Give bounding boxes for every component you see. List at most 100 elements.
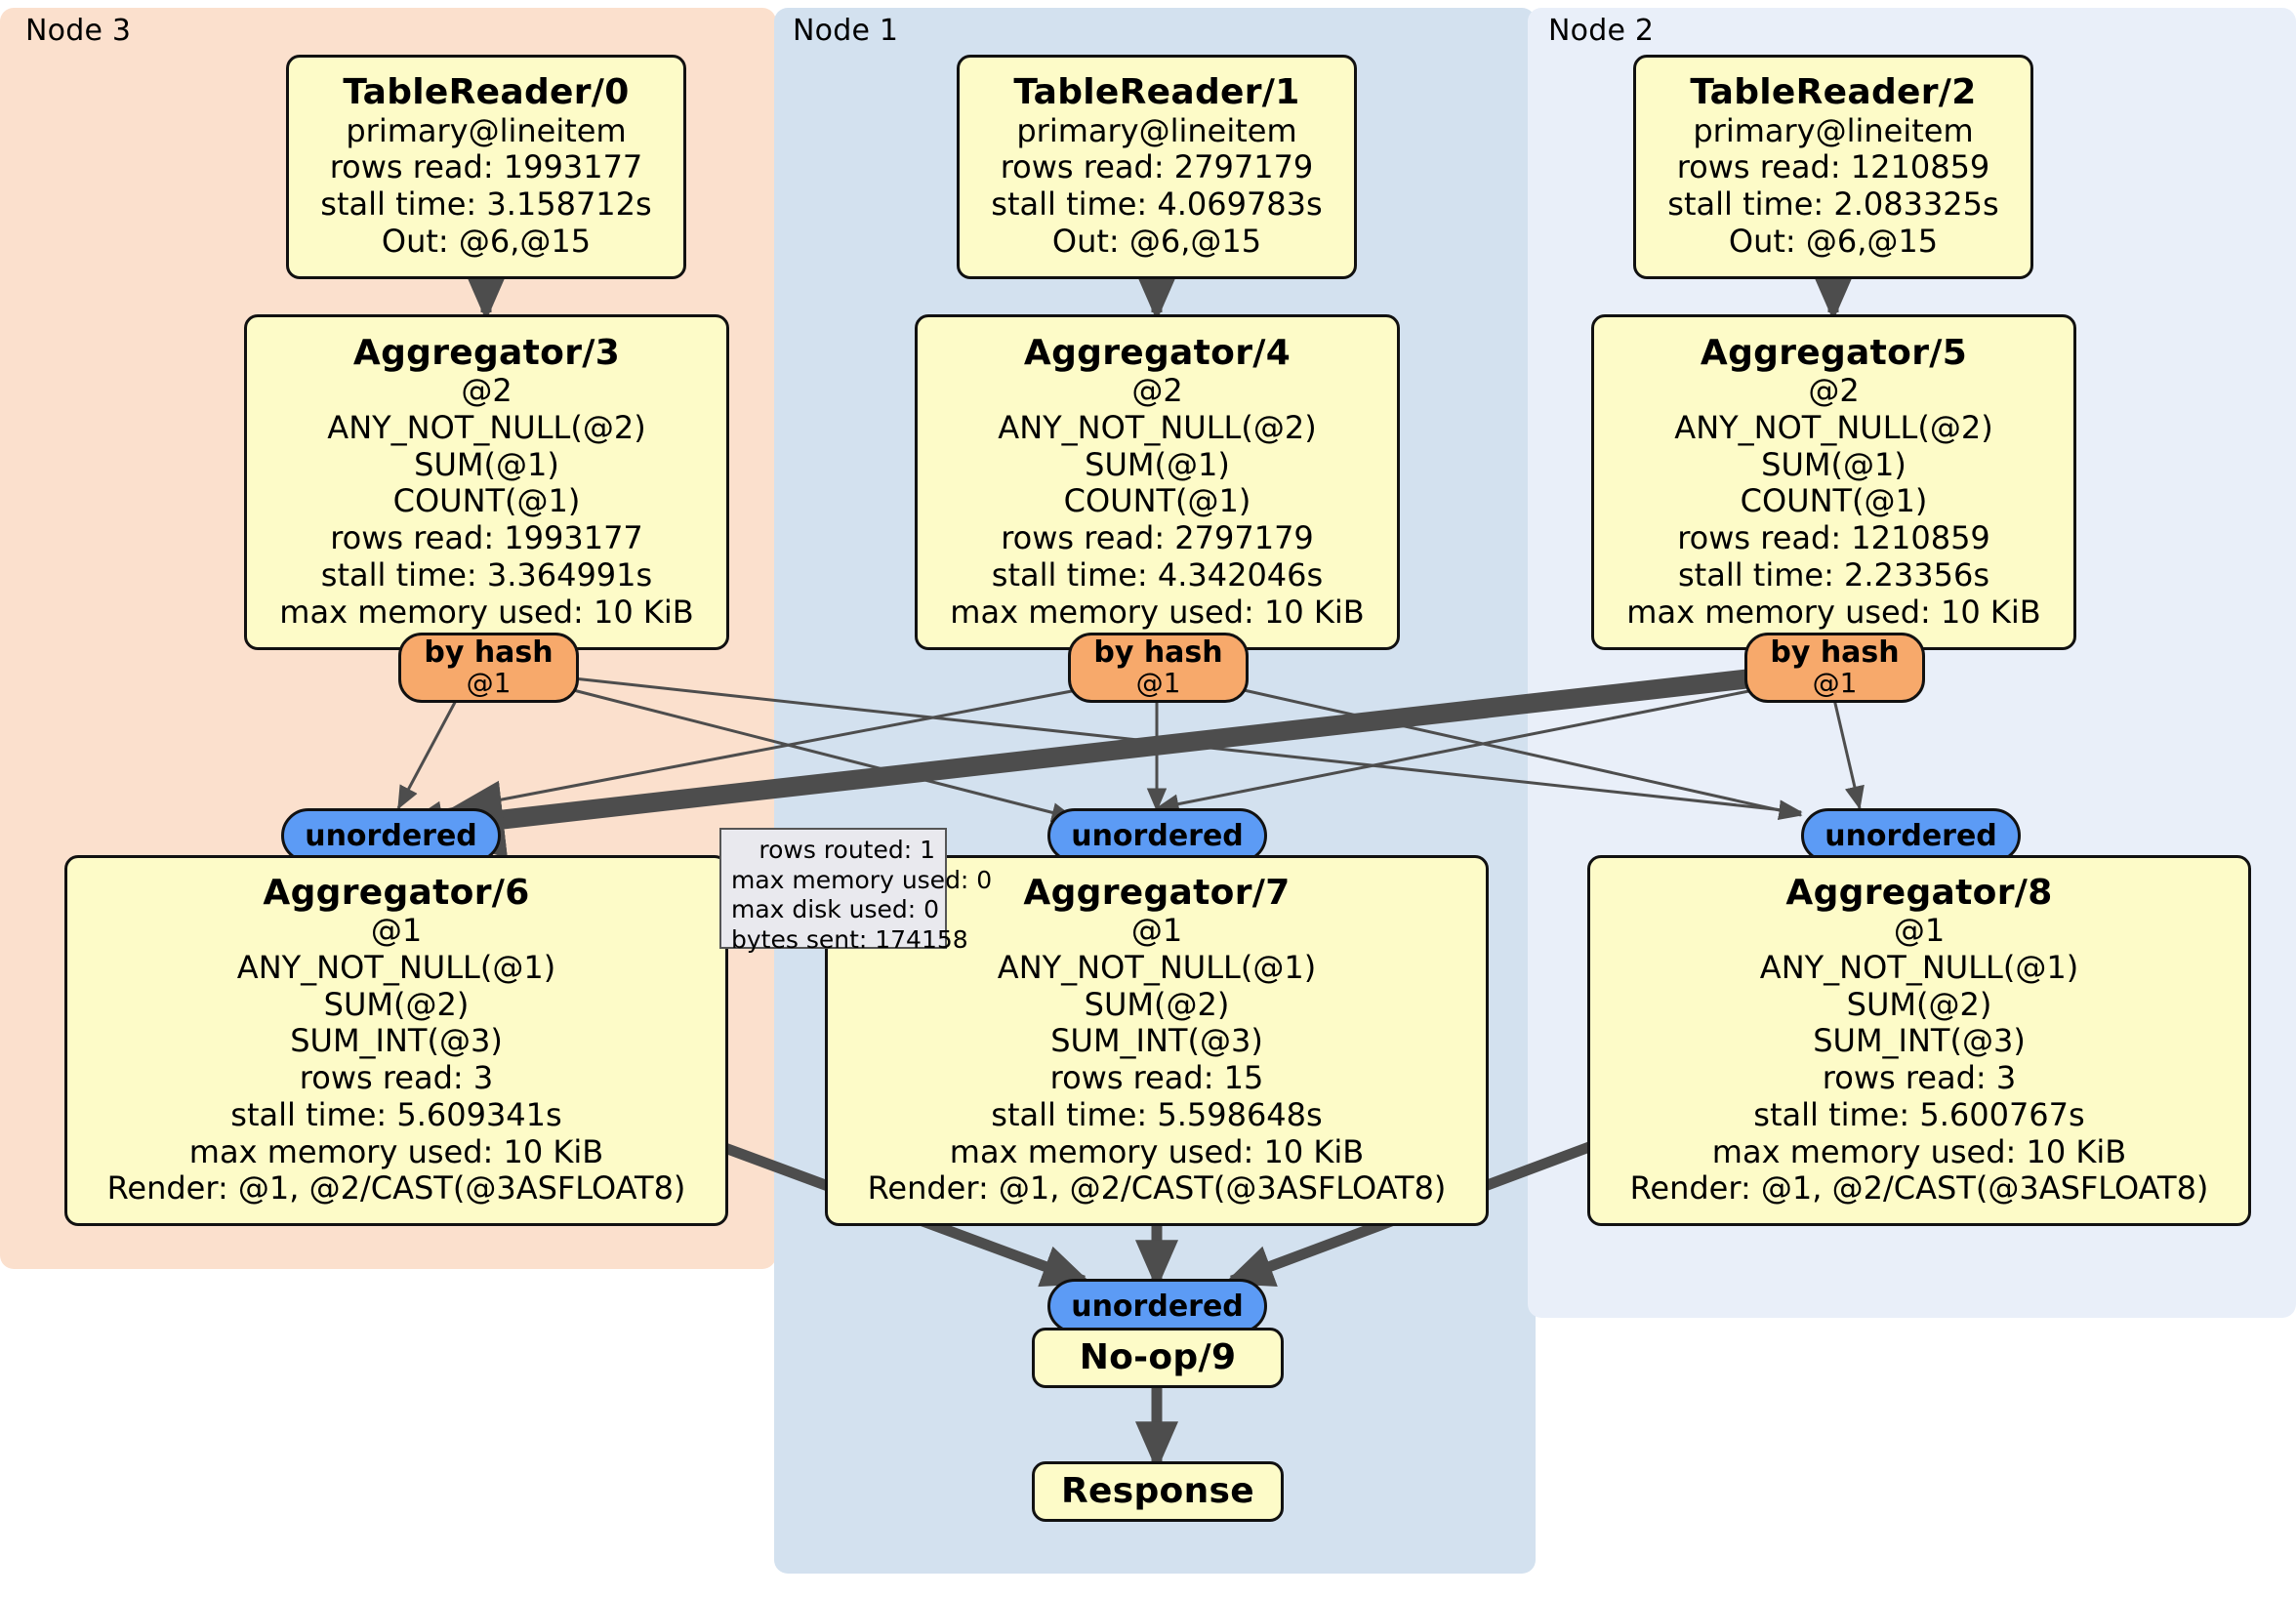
node-detail: max memory used: 10 KiB	[1626, 593, 2041, 631]
node-title: TableReader/0	[343, 72, 630, 113]
node-detail: SUM(@1)	[1085, 445, 1230, 483]
node-detail: ANY_NOT_NULL(@1)	[236, 948, 556, 986]
router-column: @1	[466, 667, 512, 700]
node-detail: Out: @6,@15	[1051, 222, 1262, 260]
node-detail: stall time: 3.364991s	[320, 555, 653, 594]
router-title: by hash	[424, 635, 554, 671]
node-detail: rows read: 2797179	[1001, 519, 1314, 557]
node-detail: primary@lineitem	[1016, 111, 1297, 149]
node-detail: ANY_NOT_NULL(@1)	[1759, 948, 2079, 986]
node-detail: SUM(@1)	[414, 445, 559, 483]
node-detail: @1	[370, 912, 423, 950]
cluster-label-node1: Node 1	[793, 14, 899, 48]
node-detail: SUM(@2)	[323, 985, 470, 1023]
node-title: Aggregator/7	[1023, 872, 1291, 913]
router-column: @1	[1135, 667, 1181, 700]
cluster-label-node3: Node 3	[25, 14, 132, 48]
inbox-unordered-final[interactable]: unordered	[1047, 1279, 1267, 1333]
cluster-label-node2: Node 2	[1548, 14, 1655, 48]
node-detail: Render: @1, @2/CAST(@3ASFLOAT8)	[106, 1169, 686, 1208]
node-detail: @2	[461, 372, 512, 410]
operator-node-aggregator-3[interactable]: Aggregator/3 @2 ANY_NOT_NULL(@2) SUM(@1)…	[244, 314, 729, 650]
inbox-label: unordered	[1071, 1289, 1244, 1324]
node-detail: @1	[1130, 912, 1183, 950]
stats-line: rows routed: 1	[758, 836, 935, 864]
node-detail: stall time: 5.598648s	[991, 1095, 1323, 1133]
node-detail: stall time: 5.609341s	[230, 1095, 562, 1133]
stats-line: bytes sent: 174158	[731, 924, 968, 954]
operator-node-aggregator-7[interactable]: Aggregator/7 @1 ANY_NOT_NULL(@1) SUM(@2)…	[825, 855, 1489, 1226]
node-detail: max memory used: 10 KiB	[188, 1132, 604, 1170]
node-detail: max memory used: 10 KiB	[949, 1132, 1365, 1170]
node-detail: ANY_NOT_NULL(@2)	[1674, 408, 1993, 446]
inbox-unordered-2[interactable]: unordered	[1801, 808, 2021, 863]
operator-node-aggregator-4[interactable]: Aggregator/4 @2 ANY_NOT_NULL(@2) SUM(@1)…	[915, 314, 1400, 650]
node-title: Aggregator/6	[263, 872, 530, 913]
node-detail: SUM_INT(@3)	[290, 1022, 503, 1060]
node-detail: ANY_NOT_NULL(@2)	[327, 408, 646, 446]
operator-node-aggregator-5[interactable]: Aggregator/5 @2 ANY_NOT_NULL(@2) SUM(@1)…	[1591, 314, 2076, 650]
node-detail: SUM(@2)	[1084, 985, 1230, 1023]
node-title: Aggregator/4	[1023, 332, 1292, 373]
node-detail: @1	[1893, 912, 1946, 950]
node-detail: max memory used: 10 KiB	[279, 593, 694, 631]
node-detail: stall time: 5.600767s	[1753, 1095, 2085, 1133]
node-title: TableReader/1	[1013, 72, 1300, 113]
inbox-label: unordered	[1824, 818, 1997, 853]
router-title: by hash	[1093, 635, 1223, 671]
inbox-unordered-1[interactable]: unordered	[1047, 808, 1267, 863]
node-detail: SUM_INT(@3)	[1813, 1022, 2026, 1060]
operator-node-response[interactable]: Response	[1032, 1461, 1284, 1522]
node-title: Aggregator/8	[1785, 872, 2053, 913]
node-title: No-op/9	[1079, 1336, 1237, 1377]
node-detail: COUNT(@1)	[1740, 482, 1928, 520]
stats-line: max memory used: 0	[731, 865, 993, 894]
node-detail: COUNT(@1)	[1063, 482, 1251, 520]
node-detail: max memory used: 10 KiB	[950, 593, 1365, 631]
inbox-label: unordered	[305, 818, 477, 853]
node-detail: SUM_INT(@3)	[1050, 1022, 1263, 1060]
node-detail: ANY_NOT_NULL(@2)	[998, 408, 1317, 446]
node-detail: rows read: 3	[1822, 1059, 2017, 1097]
router-stats-tooltip: rows routed: 1 max memory used: 0 max di…	[719, 828, 993, 954]
node-detail: rows read: 1993177	[329, 148, 643, 186]
node-detail: SUM(@2)	[1846, 985, 1992, 1023]
stats-line: max disk used: 0	[731, 895, 940, 923]
operator-node-tablereader-2[interactable]: TableReader/2 primary@lineitem rows read…	[1633, 55, 2033, 279]
router-column: @1	[1812, 667, 1858, 700]
node-detail: rows read: 1993177	[330, 519, 643, 557]
node-detail: Out: @6,@15	[1728, 222, 1939, 260]
node-detail: rows read: 15	[1049, 1059, 1264, 1097]
router-by-hash-1[interactable]: by hash @1	[1068, 633, 1249, 703]
node-title: Aggregator/5	[1700, 332, 1968, 373]
router-title: by hash	[1770, 635, 1900, 671]
operator-node-aggregator-6[interactable]: Aggregator/6 @1 ANY_NOT_NULL(@1) SUM(@2)…	[64, 855, 728, 1226]
node-detail: rows read: 1210859	[1677, 519, 1990, 557]
node-title: Response	[1061, 1470, 1254, 1511]
node-detail: @2	[1131, 372, 1183, 410]
node-title: TableReader/2	[1690, 72, 1977, 113]
node-title: Aggregator/3	[352, 332, 621, 373]
node-detail: primary@lineitem	[1693, 111, 1974, 149]
node-detail: stall time: 2.23356s	[1677, 555, 1990, 594]
node-detail: max memory used: 10 KiB	[1711, 1132, 2127, 1170]
operator-node-tablereader-1[interactable]: TableReader/1 primary@lineitem rows read…	[957, 55, 1357, 279]
inbox-label: unordered	[1071, 818, 1244, 853]
node-detail: ANY_NOT_NULL(@1)	[997, 948, 1317, 986]
router-by-hash-2[interactable]: by hash @1	[1744, 633, 1925, 703]
operator-node-noop-9[interactable]: No-op/9	[1032, 1328, 1284, 1388]
operator-node-aggregator-8[interactable]: Aggregator/8 @1 ANY_NOT_NULL(@1) SUM(@2)…	[1587, 855, 2251, 1226]
node-detail: stall time: 3.158712s	[320, 185, 652, 224]
node-detail: stall time: 4.069783s	[991, 185, 1323, 224]
node-detail: primary@lineitem	[346, 111, 627, 149]
operator-node-tablereader-0[interactable]: TableReader/0 primary@lineitem rows read…	[286, 55, 686, 279]
node-detail: Render: @1, @2/CAST(@3ASFLOAT8)	[1629, 1169, 2209, 1208]
node-detail: Out: @6,@15	[381, 222, 592, 260]
node-detail: stall time: 2.083325s	[1667, 185, 1999, 224]
node-detail: rows read: 3	[299, 1059, 494, 1097]
node-detail: @2	[1808, 372, 1860, 410]
router-by-hash-0[interactable]: by hash @1	[398, 633, 579, 703]
node-detail: rows read: 1210859	[1676, 148, 1990, 186]
node-detail: COUNT(@1)	[392, 482, 581, 520]
